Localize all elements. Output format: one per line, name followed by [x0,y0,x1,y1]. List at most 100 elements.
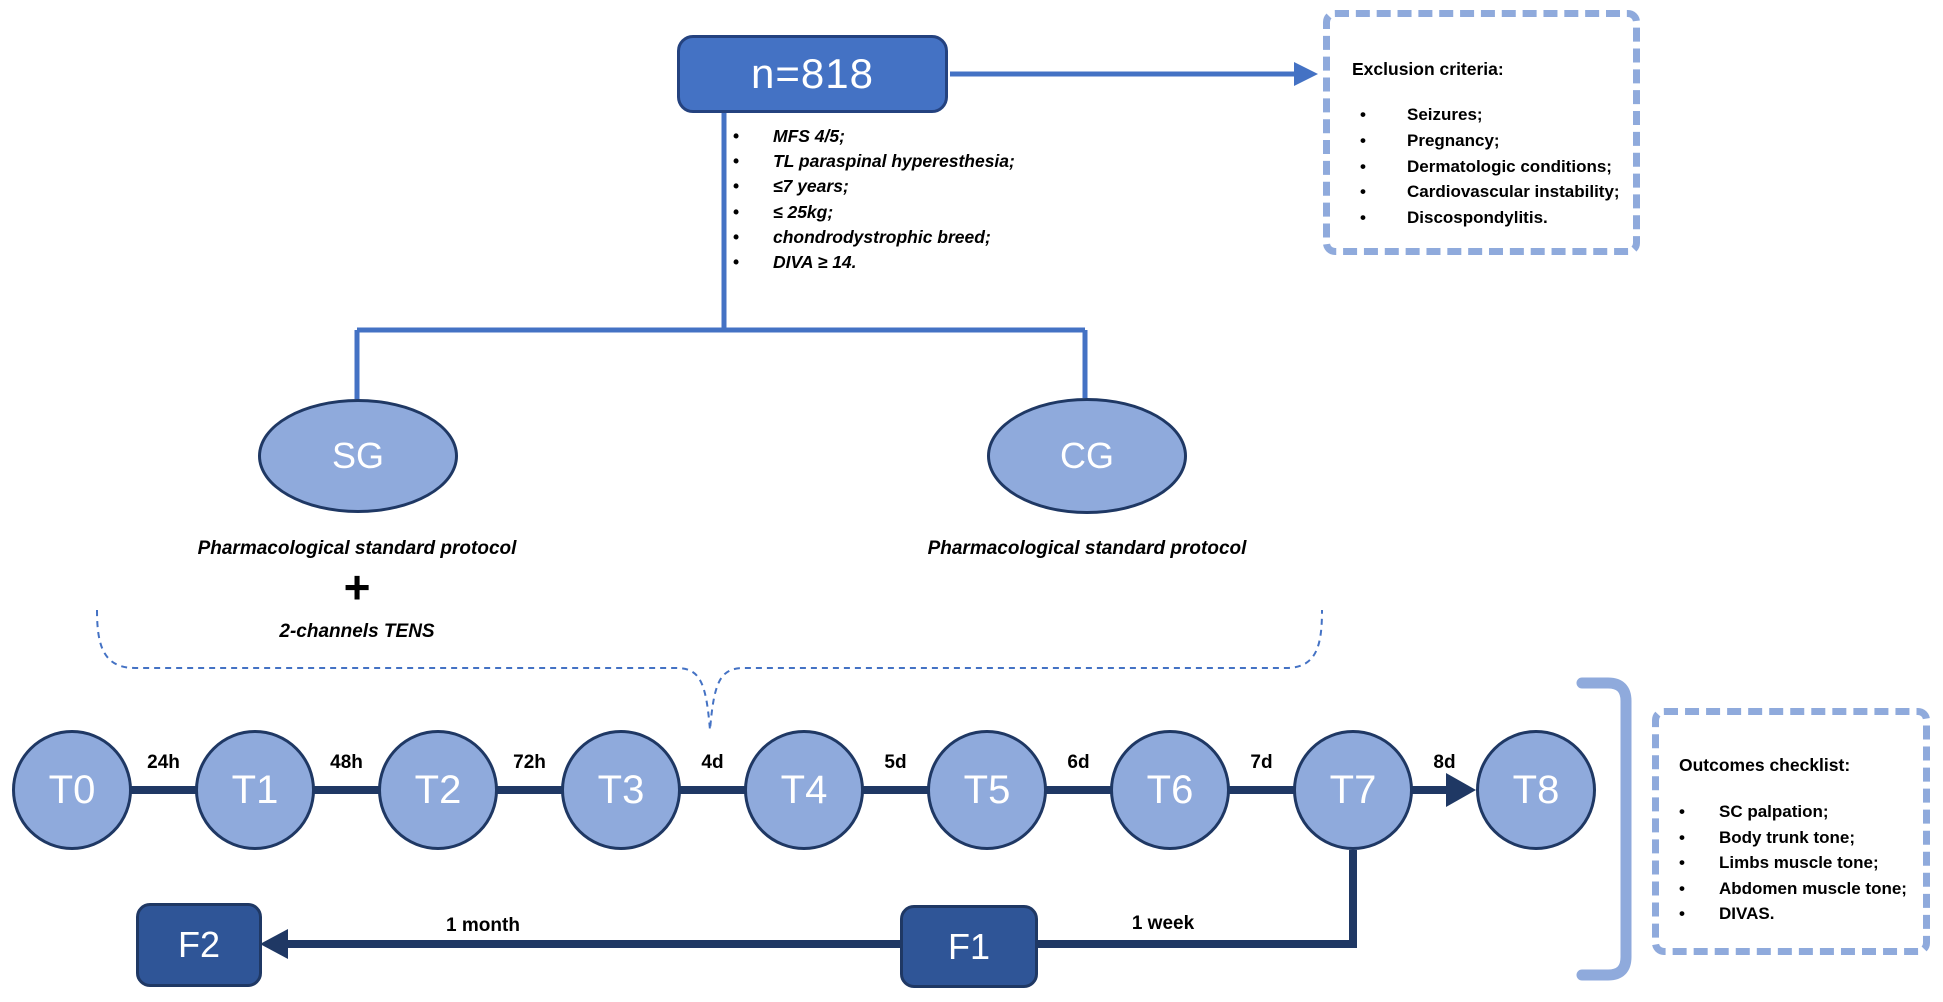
outcome-item-text: Body trunk tone; [1719,827,1855,847]
interval-label-1: 48h [330,752,363,773]
bullet-marker: • [1679,904,1685,923]
timeline-node-t3: T3 [561,730,681,850]
exclusion-item-text: Pregnancy; [1407,130,1500,150]
sg-protocol-label: Pharmacological standard protocol [197,538,517,559]
t7-t8-arrowhead [1446,773,1476,807]
bullet-marker: • [733,176,740,197]
brace [96,609,1323,731]
inclusion-item-text: chondrodystrophic breed; [773,226,991,247]
exclusion-item-text: Seizures; [1407,105,1483,124]
outcome-item-text: SC palpation; [1719,802,1829,821]
timeline-node-label: T6 [1146,767,1194,812]
inclusion-item-text: DIVA ≥ 14. [773,252,857,273]
bullet-marker: • [1360,105,1366,124]
control-group-node: CG [987,398,1187,514]
enrolment-node: n=818 [677,35,948,113]
one-month-interval-label: 1 month [446,915,520,936]
inclusion-item: • chondrodystrophic breed; [725,225,1065,250]
control-group-label: CG [1060,435,1114,476]
followup-1-node: F1 [900,905,1038,988]
exclusion-item: • Seizures; [1360,102,1620,128]
followup-2-label: F2 [177,924,220,965]
inclusion-item-text: ≤ 25kg; [773,201,834,222]
cg-protocol-label: Pharmacological standard protocol [927,538,1247,559]
bullet-marker: • [733,151,740,172]
inclusion-item: • MFS 4/5; [725,124,1065,149]
outcome-item-text: Abdomen muscle tone; [1719,878,1907,898]
outcome-item: • SC palpation; [1679,799,1907,825]
bullet-marker: • [1679,853,1685,872]
interval-label-3: 4d [701,752,724,773]
exclusion-title: Exclusion criteria: [1352,59,1504,79]
exclusion-item: • Cardiovascular instability; [1360,179,1620,205]
outcomes-checklist-box: Outcomes checklist: • SC palpation; • Body … [1652,708,1930,955]
timeline-node-label: T3 [597,767,645,812]
bullet-marker: • [733,126,740,146]
exclusion-item: • Dermatologic conditions; [1360,154,1620,180]
interval-label-6: 7d [1250,752,1273,773]
sg-tens-label: 2-channels TENS [279,621,435,642]
exclusion-item: • Pregnancy; [1360,128,1620,154]
exclusion-item-text: Discospondylitis. [1407,208,1548,228]
exclusion-criteria-box: Exclusion criteria: • Seizures; • Pregnancy… [1323,10,1640,255]
timeline-node-t4: T4 [744,730,864,850]
exclusion-criteria-list: • Seizures; • Pregnancy; • Dermatologic condi… [1360,102,1620,231]
outcome-item: • Abdomen muscle tone; [1679,876,1907,902]
bullet-marker: • [1360,208,1366,228]
inclusion-item-text: ≤7 years; [773,176,849,197]
outcome-item-text: DIVAS. [1719,904,1775,923]
bullet-marker: • [1679,802,1685,821]
inclusion-item: • DIVA ≥ 14. [725,250,1065,275]
group-branch-lines [354,113,1088,399]
followup-path [284,850,1357,948]
outcomes-title: Outcomes checklist: [1679,755,1851,775]
bullet-marker: • [1360,156,1366,176]
exclusion-item-text: Cardiovascular instability; [1407,182,1620,202]
outcome-item: • DIVAS. [1679,901,1907,927]
timeline-node-t8: T8 [1476,730,1596,850]
study-group-node: SG [258,399,458,513]
followup-arrowhead [260,929,288,959]
outcome-item: • Limbs muscle tone; [1679,850,1907,876]
one-week-interval-label: 1 week [1131,913,1195,934]
bullet-marker: • [733,252,740,273]
timeline-node-label: T4 [780,767,828,812]
interval-label-7: 8d [1433,752,1456,773]
bullet-marker: • [1360,130,1366,150]
outcomes-checklist-list: • SC palpation; • Body trunk tone; • Limbs mu… [1679,799,1907,927]
exclusion-item-text: Dermatologic conditions; [1407,156,1612,176]
inclusion-item-text: TL paraspinal hyperesthesia; [773,151,1015,172]
bullet-marker: • [1679,827,1685,847]
exclusion-item: • Discospondylitis. [1360,205,1620,231]
inclusion-item: • TL paraspinal hyperesthesia; [725,149,1065,174]
timeline-node-t1: T1 [195,730,315,850]
timeline-node-t6: T6 [1110,730,1230,850]
interval-label-2: 72h [513,752,546,773]
inclusion-item: • ≤7 years; [725,174,1065,199]
interval-label-5: 6d [1067,752,1090,773]
timeline-node-label: T5 [963,767,1011,812]
interval-label-0: 24h [147,752,180,773]
followup-1-label: F1 [947,925,990,967]
enrolment-label: n=818 [751,50,874,97]
bullet-marker: • [1679,878,1685,898]
timeline-node-label: T1 [231,767,279,812]
timeline-node-label: T2 [414,767,462,812]
followup-2-node: F2 [136,903,262,987]
outcome-item: • Body trunk tone; [1679,825,1907,851]
bullet-marker: • [1360,182,1366,202]
bullet-marker: • [733,226,740,247]
sg-plus-sign: + [343,561,371,613]
timeline-node-label: T0 [48,767,96,812]
interval-label-4: 5d [884,752,907,773]
outcomes-bracket [1576,677,1632,981]
outcome-item-text: Limbs muscle tone; [1719,853,1879,872]
exclusion-arrowhead [1294,62,1318,86]
timeline-node-t5: T5 [927,730,1047,850]
timeline-node-t7: T7 [1293,730,1413,850]
timeline-node-t0: T0 [12,730,132,850]
inclusion-item-text: MFS 4/5; [773,126,845,146]
inclusion-criteria-list: • MFS 4/5; • TL paraspinal hyperesthesia; • ≤… [725,124,1065,275]
study-group-label: SG [331,435,384,476]
